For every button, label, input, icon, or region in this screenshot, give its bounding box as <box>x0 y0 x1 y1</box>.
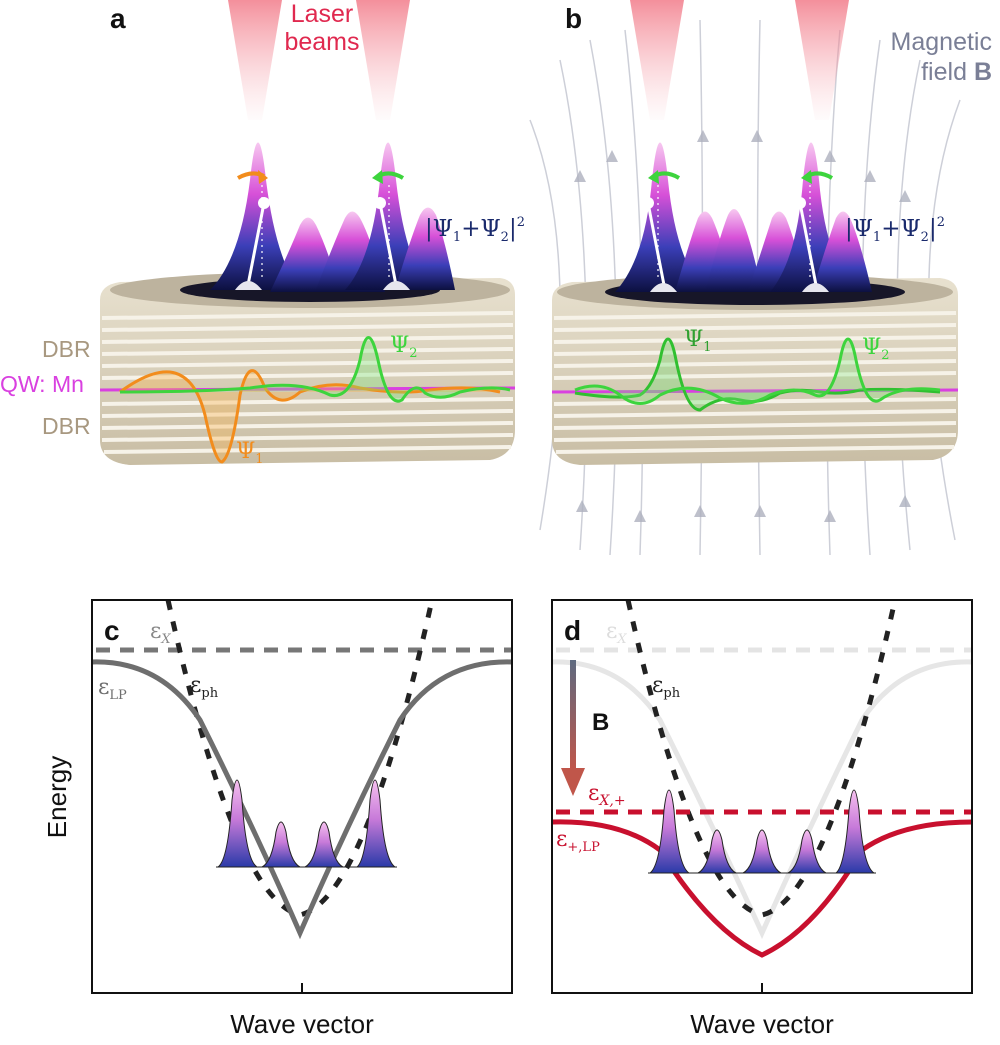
laser-beam-right <box>356 0 410 120</box>
rotation-arrow-green-icon <box>372 170 405 184</box>
y-axis-label: Energy <box>42 756 72 838</box>
eps-ph-label-d: εph <box>652 673 681 701</box>
panel-label-b: b <box>565 3 582 34</box>
psi1-label-b: Ψ1 <box>684 327 712 355</box>
pulse-4-c <box>355 779 397 868</box>
laser-label-line2: beams <box>284 28 359 56</box>
dbr-top-label: DBR <box>42 336 91 362</box>
eps-ph-label-c: εph <box>190 673 219 701</box>
psi2-label-b: Ψ2 <box>862 335 890 363</box>
plus-polariton-curve-d <box>552 819 972 958</box>
density-peak-b1 <box>615 142 705 292</box>
x-axis-label-c: Wave vector <box>230 1009 374 1039</box>
field-label-line1: Magnetic <box>891 28 992 56</box>
x-axis-label-d: Wave vector <box>690 1009 834 1039</box>
panel-label-a: a <box>110 3 126 34</box>
density-label-b: |Ψ1+Ψ2|2 <box>845 215 945 245</box>
eps-x-label-c: εX <box>150 619 171 647</box>
lower-polariton-curve-c <box>92 659 512 940</box>
laser-beam-left-b <box>630 0 684 120</box>
pulse-2-d <box>697 829 737 874</box>
panel-b: b Magnetic field B Ψ1 Ψ2 |Ψ1+Ψ2|2 <box>529 0 992 556</box>
b-label-d: B <box>592 709 609 736</box>
photon-dispersion-c <box>165 600 435 918</box>
dbr-stripes <box>101 311 514 454</box>
density-peak-b6 <box>812 211 872 292</box>
b-field-arrow-icon <box>561 660 585 796</box>
pulse-1-c <box>216 779 259 868</box>
panel-a: a Laser beams DBR QW: Mn DBR Ψ1 Ψ2 |Ψ1+Ψ… <box>0 0 525 467</box>
rotation-arrow-green-icon-b1 <box>648 170 681 184</box>
eps-x-label-d: εX <box>606 619 627 647</box>
panel-label-c: c <box>104 615 120 646</box>
wavefunction-psi2-curve <box>119 336 511 403</box>
pulse-3-c <box>304 821 344 868</box>
spin-pendulum-left <box>235 185 270 290</box>
laser-label-line1: Laser <box>291 0 354 28</box>
density-peak-b3 <box>705 209 762 292</box>
photon-dispersion-d <box>625 600 898 918</box>
spin-pendulum-right-b <box>794 185 829 292</box>
field-arrow-markers <box>574 130 911 522</box>
pulse-3-d <box>742 829 782 874</box>
pulse-1-d <box>648 789 691 874</box>
density-peak-left <box>210 142 300 290</box>
spin-pendulum-left-b <box>642 185 677 292</box>
density-label-a: |Ψ1+Ψ2|2 <box>425 215 525 245</box>
pulse-2-c <box>261 821 301 868</box>
wavefunction-psi2-curve-b <box>574 337 941 405</box>
dbr-bottom-label: DBR <box>42 413 91 439</box>
panel-label-d: d <box>564 615 581 646</box>
qw-mn-label: QW: Mn <box>0 371 84 397</box>
field-label-line2: field B <box>921 58 992 86</box>
panel-d: d εX εph B εX,+ ε+,LP Wave vector <box>551 599 973 1039</box>
lower-polariton-faded-d <box>552 659 972 940</box>
spin-pendulum-right <box>374 185 410 290</box>
psi1-label-a: Ψ1 <box>236 439 264 467</box>
wavefunction-psi1-curve <box>119 369 501 464</box>
eps-xplus-label-d: εX,+ <box>588 781 626 809</box>
panel-c: c εX εLP εph Energy Wave vector <box>42 599 513 1039</box>
rotation-arrow-green-icon-b2 <box>801 170 834 184</box>
laser-beam-left <box>228 0 282 120</box>
eps-pluslp-label-d: ε+,LP <box>556 827 600 855</box>
rotation-arrow-orange-icon <box>237 170 268 184</box>
density-peak-side <box>395 207 455 290</box>
pulse-4-d <box>787 829 827 874</box>
psi2-label-a: Ψ2 <box>390 333 418 361</box>
laser-beam-right-b <box>795 0 849 120</box>
eps-lp-label-c: εLP <box>98 675 127 703</box>
pulse-5-d <box>834 789 876 874</box>
